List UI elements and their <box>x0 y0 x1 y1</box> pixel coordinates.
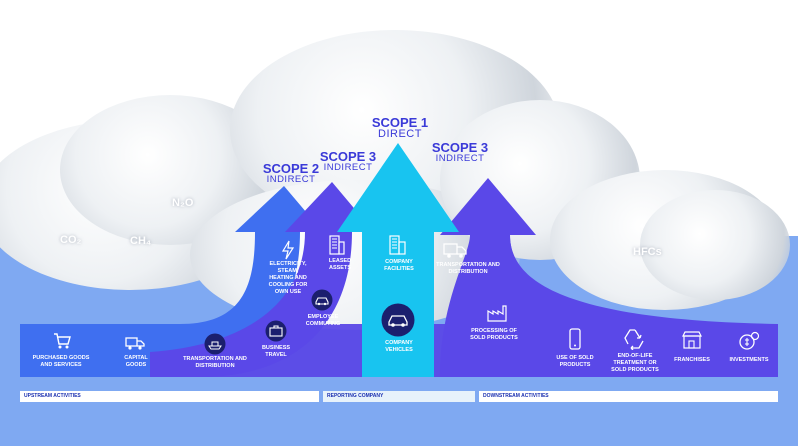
bar-upstream: UPSTREAM ACTIVITIES <box>20 391 319 402</box>
recycle-icon <box>624 329 644 350</box>
scope3-up-label: SCOPE 3 <box>319 149 377 164</box>
truck-icon <box>125 337 145 350</box>
facilities-icon <box>389 235 406 255</box>
building-icon <box>329 235 345 255</box>
gas-hfcs: HFCs <box>633 246 662 258</box>
briefcase-icon <box>265 320 287 342</box>
investment-icon <box>739 331 760 350</box>
scope2-sub: INDIRECT <box>266 174 316 185</box>
scope3-upstream-arrow <box>150 182 374 377</box>
label-facilities: COMPANY FACILITIES <box>384 259 414 272</box>
lightning-icon <box>281 240 295 260</box>
label-capital: CAPITAL GOODS <box>124 355 148 368</box>
label-commuting: EMPLOYEE COMMUTING <box>305 314 341 327</box>
label-investments: INVESTMENTS <box>729 357 769 363</box>
company-car-icon <box>381 303 415 337</box>
scope2-title: SCOPE 2 INDIRECT <box>256 162 326 185</box>
label-vehicles: COMPANY VEHICLES <box>385 340 413 353</box>
label-downstream-transport: TRANSPORTATION AND DISTRIBUTION <box>436 262 500 275</box>
scope2-label: SCOPE 2 <box>262 161 320 176</box>
cloud-far-right <box>640 190 790 300</box>
gas-ch4: CH₄ <box>130 235 152 247</box>
ship-icon <box>204 333 226 355</box>
scope1-arrow <box>337 143 459 377</box>
label-upstream-transport: TRANSPORTATION AND DISTRIBUTION <box>183 356 247 369</box>
scope3-down-sub: INDIRECT <box>435 153 485 164</box>
label-use: USE OF SOLD PRODUCTS <box>556 355 594 368</box>
store-icon <box>682 331 702 349</box>
cart-icon <box>54 333 71 349</box>
bar-downstream: DOWNSTREAM ACTIVITIES <box>479 391 778 402</box>
label-franchises: FRANCHISES <box>674 357 710 363</box>
scope3-down-label: SCOPE 3 <box>431 140 489 155</box>
truck-downstream-icon <box>443 243 467 258</box>
scope3-up-sub: INDIRECT <box>323 162 373 173</box>
label-processing: PROCESSING OF SOLD PRODUCTS <box>470 328 518 341</box>
label-purchased: PURCHASED GOODS AND SERVICES <box>32 355 90 368</box>
scope1-title: SCOPE 1 DIRECT <box>365 116 435 140</box>
label-leased: LEASED ASSETS <box>328 258 352 271</box>
label-electricity: ELECTRICITY, STEAM, HEATING AND COOLING … <box>268 261 308 295</box>
gas-co2: CO₂ <box>60 234 82 246</box>
label-eol: END-OF-LIFE TREATMENT OR SOLD PRODUCTS <box>611 353 659 373</box>
phone-icon <box>569 328 581 350</box>
label-travel: BUSINESS TRAVEL <box>261 345 291 358</box>
scope3-up-title: SCOPE 3 INDIRECT <box>313 150 383 173</box>
scope1-label: SCOPE 1 <box>371 115 429 130</box>
gas-n2o: N₂O <box>172 197 194 209</box>
scope3-down-title: SCOPE 3 INDIRECT <box>425 141 495 164</box>
factory-icon <box>487 305 507 322</box>
car-commute-icon <box>311 289 333 311</box>
scope1-sub: DIRECT <box>378 128 422 140</box>
bar-reporting: REPORTING COMPANY <box>323 391 475 402</box>
